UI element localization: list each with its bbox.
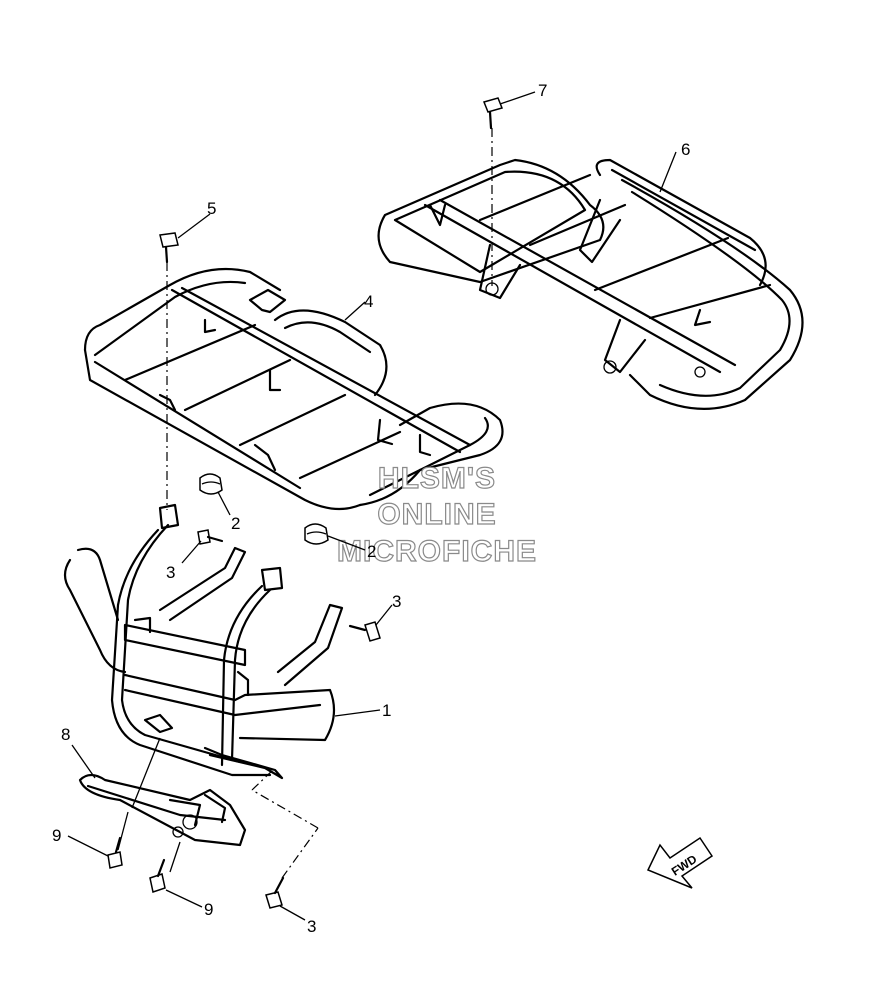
front-guard[interactable] bbox=[63, 503, 344, 780]
callout-9: 9 bbox=[52, 826, 61, 845]
callouts: 7 6 5 4 2 2 3 3 1 8 9 9 3 bbox=[52, 81, 690, 936]
rear-carrier-bolt[interactable] bbox=[482, 97, 504, 286]
watermark: HLSM'S ONLINE MICROFICHE bbox=[336, 461, 537, 568]
fwd-arrow-icon: FWD bbox=[646, 836, 714, 889]
callout-5: 5 bbox=[207, 199, 216, 218]
leader-lines bbox=[67, 91, 677, 921]
callout-4: 4 bbox=[364, 292, 373, 311]
bracket-bolt[interactable] bbox=[149, 858, 166, 893]
watermark-line-2: ONLINE bbox=[377, 498, 496, 531]
grommet[interactable] bbox=[304, 523, 329, 545]
callout-9: 9 bbox=[204, 900, 213, 919]
callout-3: 3 bbox=[307, 917, 316, 936]
front-carrier[interactable] bbox=[83, 267, 504, 511]
bolt[interactable] bbox=[251, 767, 319, 909]
callout-6: 6 bbox=[681, 140, 690, 159]
carrier-bolt[interactable] bbox=[159, 232, 179, 510]
watermark-line-1: HLSM'S bbox=[378, 462, 496, 495]
callout-1: 1 bbox=[382, 701, 391, 720]
bracket[interactable] bbox=[78, 737, 247, 873]
callout-8: 8 bbox=[61, 725, 70, 744]
rear-carrier[interactable] bbox=[377, 158, 804, 410]
callout-3: 3 bbox=[166, 563, 175, 582]
bolt[interactable] bbox=[348, 621, 381, 642]
watermark-line-3: MICROFICHE bbox=[337, 535, 537, 568]
callout-3: 3 bbox=[392, 592, 401, 611]
callout-2: 2 bbox=[367, 542, 376, 561]
callout-7: 7 bbox=[538, 81, 547, 100]
callout-2: 2 bbox=[231, 514, 240, 533]
bracket-bolt[interactable] bbox=[107, 836, 123, 869]
bolt[interactable] bbox=[197, 529, 224, 545]
grommet[interactable] bbox=[199, 473, 223, 495]
